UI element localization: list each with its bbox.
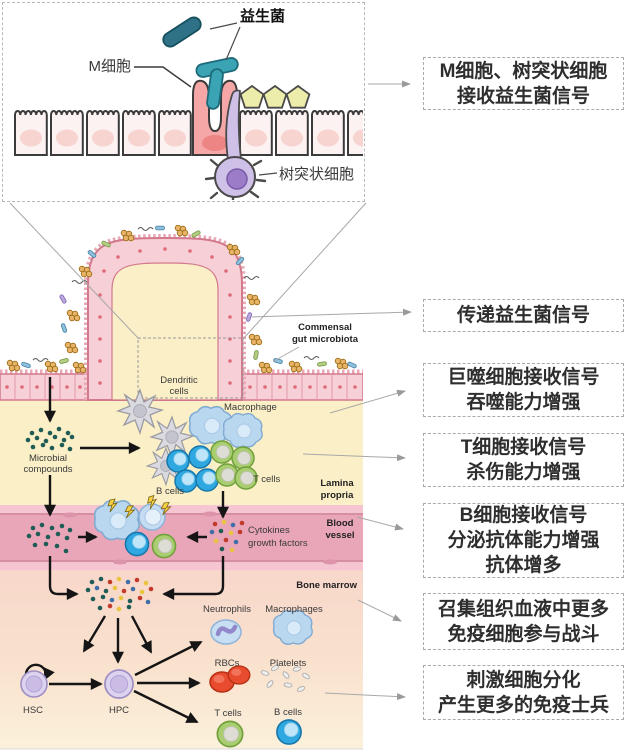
- cytokines-label-2: growth factors: [248, 538, 308, 549]
- t-cell: [210, 440, 234, 464]
- t-cell: [231, 446, 255, 470]
- platelets-label: Platelets: [270, 658, 307, 669]
- lamina-label-1: Lamina: [320, 478, 354, 489]
- annotation-line: 巨噬细胞接收信号: [447, 367, 600, 388]
- bone-marrow-label: Bone marrow: [296, 580, 357, 591]
- annotation-box-t-cell: T细胞接收信号 杀伤能力增强: [423, 433, 624, 487]
- commensal-pointer-line: [273, 346, 300, 362]
- mucin-pentagons: [239, 84, 311, 109]
- cytokine-dots: [209, 519, 245, 553]
- dendritic-cell-label: 树突状细胞: [279, 166, 354, 183]
- connector-annotation-6: [357, 599, 402, 622]
- hsc-label: HSC: [23, 705, 43, 716]
- annotation-line: 产生更多的免疫士兵: [437, 694, 609, 716]
- commensal-label-2: gut microbiota: [292, 334, 359, 345]
- annotation-box-recruit: 召集组织血液中更多 免疫细胞参与战斗: [423, 593, 624, 650]
- annotation-line: 杀伤能力增强: [466, 462, 581, 483]
- lamina-label-2: propria: [321, 490, 354, 501]
- blood-label-1: Blood: [327, 518, 354, 529]
- annotation-line: 刺激细胞分化: [466, 669, 581, 691]
- gut-immune-diagram: Commensal gut microbiota Dendritic cells…: [0, 225, 363, 750]
- hpc-cell: [104, 669, 134, 699]
- annotation-line: T细胞接收信号: [460, 437, 587, 458]
- dendritic-cell: [204, 89, 267, 206]
- b-cell: [195, 468, 219, 492]
- b-cell-bottom: [276, 719, 302, 745]
- b-cells-label: B cells: [156, 486, 184, 497]
- probiotic-label: 益生菌: [240, 7, 285, 25]
- inset-illustration: M细胞 益生菌 树突状细胞: [14, 7, 381, 206]
- m-cell-pointer-line: [134, 66, 192, 88]
- probiotic-pointer-line-1: [209, 22, 238, 30]
- cytokines-label-1: Cytokines: [248, 525, 290, 536]
- inset-epithelium: [14, 110, 381, 156]
- macrophages-label: Macrophages: [265, 604, 323, 615]
- microbial-label-2: compounds: [23, 464, 72, 475]
- neutrophil-cell: [211, 620, 241, 644]
- annotation-box-macrophage: 巨噬细胞接收信号 吞噬能力增强: [423, 363, 624, 417]
- probiotic-rod-bacterium: [162, 16, 202, 48]
- hsc-cell: [20, 670, 48, 698]
- bone-marrow-region: [0, 570, 363, 749]
- annotation-line: 召集组织血液中更多: [437, 598, 609, 620]
- hpc-label: HPC: [109, 705, 129, 716]
- dendritic-pointer-line: [258, 172, 278, 176]
- annotation-line: 接收益生菌信号: [456, 85, 590, 107]
- microbial-compound-dots: [25, 426, 75, 452]
- commensal-label-1: Commensal: [298, 322, 352, 333]
- neutrophils-label: Neutrophils: [203, 604, 251, 615]
- macrophage-label: Macrophage: [224, 402, 277, 413]
- probiotic-y-bacterium: [195, 57, 239, 110]
- blood-vessel-lumen: [0, 513, 363, 562]
- b-cell: [166, 449, 190, 473]
- microbial-label-1: Microbial: [29, 453, 67, 464]
- m-cell-label: M细胞: [89, 58, 132, 75]
- t-cell-bottom: [216, 720, 244, 748]
- annotation-box-transmit-signal: 传递益生菌信号: [423, 299, 624, 332]
- flow-arrows: [24, 377, 229, 724]
- callout-source-rect: [137, 337, 244, 399]
- self-renewal-arrow: [24, 663, 55, 681]
- activated-immune-cells: [93, 494, 177, 559]
- vessel-microbial-dots: [26, 522, 73, 554]
- annotation-box-differentiation: 刺激细胞分化 产生更多的免疫士兵: [423, 665, 624, 720]
- annotation-line: 免疫细胞参与战斗: [447, 623, 600, 645]
- annotation-box-b-cell: B细胞接收信号 分泌抗体能力增强 抗体增多: [423, 503, 624, 578]
- vessel-walls: [0, 513, 363, 562]
- annotation-box-receive-signal: M细胞、树突状细胞 接收益生菌信号: [423, 57, 624, 110]
- endothelial-nuclei: [63, 511, 337, 565]
- annotation-line: M细胞、树突状细胞: [439, 60, 608, 82]
- connector-annotation-5: [356, 516, 404, 531]
- annotation-line: 吞噬能力增强: [466, 392, 581, 413]
- b-cells-bottom-label: B cells: [274, 707, 302, 718]
- t-cells-bottom-label: T cells: [214, 708, 242, 719]
- b-cell: [188, 445, 212, 469]
- probiotic-pointer-line-2: [225, 26, 241, 61]
- annotation-line: 抗体增多: [485, 555, 562, 576]
- inset-magnified-view: M细胞 益生菌 树突状细胞: [2, 2, 381, 206]
- rbcs-label: RBCs: [215, 658, 240, 669]
- blood-label-2: vessel: [325, 530, 354, 541]
- bone-marrow-signal-dots: [85, 576, 154, 612]
- dendritic-label-1: Dendritic: [160, 375, 198, 386]
- epithelium-band: [0, 369, 363, 401]
- annotation-line: 传递益生菌信号: [456, 305, 590, 326]
- annotation-line: B细胞接收信号: [459, 505, 588, 526]
- dendritic-label-2: cells: [169, 386, 188, 397]
- t-cells-label: T cells: [253, 474, 281, 485]
- annotation-line: 分泌抗体能力增强: [447, 530, 600, 551]
